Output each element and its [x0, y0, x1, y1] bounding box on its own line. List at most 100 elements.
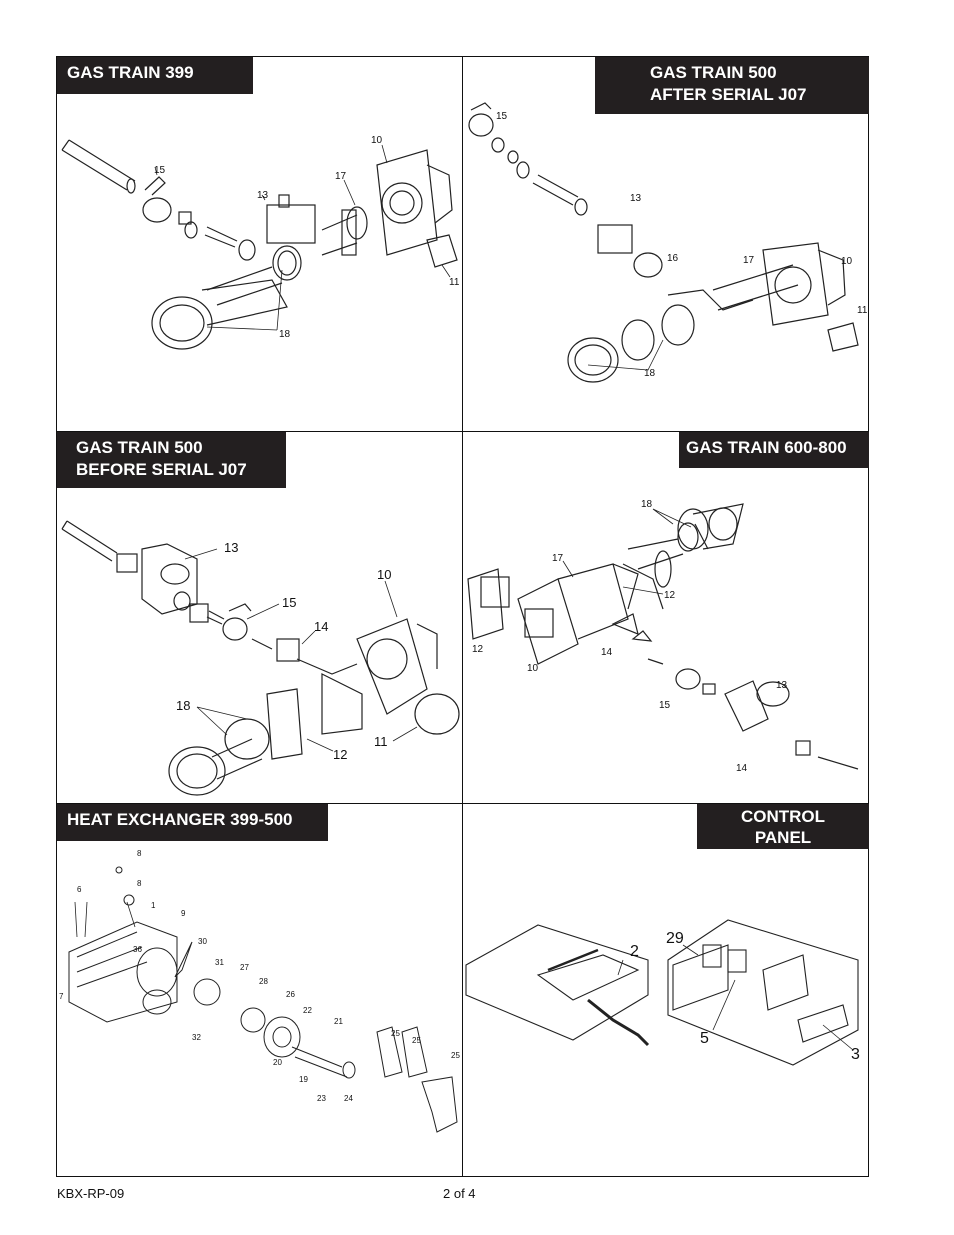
callout-32: 32	[192, 1033, 201, 1042]
panel-title-line2: BEFORE SERIAL J07	[76, 460, 247, 479]
gasket-17	[346, 206, 368, 240]
control-board-2	[465, 924, 649, 1041]
flange-14	[276, 638, 300, 662]
pipe-part	[61, 139, 136, 191]
control-chassis	[667, 919, 859, 1066]
panel-title-gas-train-500-after: GAS TRAIN 500 AFTER SERIAL J07	[595, 57, 869, 114]
callout-5: 5	[700, 1030, 709, 1047]
document-id: KBX-RP-09	[57, 1186, 125, 1201]
callout-6: 6	[77, 885, 82, 894]
relay-29	[702, 944, 722, 968]
callout-2: 2	[630, 943, 639, 960]
gas-valve-13	[266, 204, 316, 244]
valve-15	[222, 617, 248, 641]
callout-29: 29	[666, 930, 684, 947]
panel-title-text: HEAT EXCHANGER 399-500	[67, 810, 293, 829]
heat-exchanger-1	[68, 921, 178, 1023]
callout-24: 24	[344, 1094, 353, 1103]
grid-divider-row1	[56, 431, 869, 432]
control-panel-diagram: 2 29 5 3	[465, 919, 860, 1066]
blower-10	[356, 618, 428, 715]
pipe-end	[126, 178, 136, 194]
callout-19: 19	[299, 1075, 308, 1084]
gas-train-500-after-diagram: 15 13 16 17 10 11 18	[468, 102, 868, 383]
callout-7: 7	[59, 992, 64, 1001]
callout-18: 18	[641, 499, 653, 510]
callout-12: 12	[333, 747, 347, 762]
callout-13: 13	[224, 540, 238, 555]
callout-14: 14	[601, 647, 613, 658]
callout-8: 8	[137, 879, 142, 888]
callout-22: 22	[303, 1006, 312, 1015]
gas-train-399-diagram: 15 13 17 10 11 18	[61, 135, 460, 350]
gasket-11	[414, 693, 460, 735]
callout-17: 17	[552, 553, 564, 564]
filter-18	[151, 296, 213, 350]
gasket-11	[827, 322, 859, 352]
gas-valve-13	[141, 543, 198, 615]
callout-31: 31	[215, 958, 224, 967]
callout-25: 25	[451, 1051, 460, 1060]
panel-title-line1: CONTROL	[740, 807, 826, 826]
callout-21: 21	[334, 1017, 343, 1026]
callout-23: 23	[317, 1094, 326, 1103]
callout-3: 3	[851, 1046, 860, 1063]
blower-10	[517, 578, 579, 665]
callout-26: 26	[286, 990, 295, 999]
panel-title-gas-train-600-800: GAS TRAIN 600-800	[679, 432, 869, 468]
board-3	[797, 1004, 849, 1043]
callout-12: 12	[664, 590, 676, 601]
callout-27: 27	[240, 963, 249, 972]
grid-divider-vertical	[462, 56, 463, 1177]
grid-divider-row2	[56, 803, 869, 804]
callout-1: 1	[151, 901, 156, 910]
panel-title-line1: GAS TRAIN 500	[76, 438, 203, 457]
page-number: 2 of 4	[443, 1186, 476, 1201]
blower-10	[376, 149, 438, 256]
valve-15-body	[142, 197, 172, 223]
callout-15: 15	[282, 595, 296, 610]
coupling-18	[272, 245, 302, 281]
filter-18	[677, 508, 709, 550]
callout-17: 17	[743, 255, 755, 266]
panel-title-line2: AFTER SERIAL J07	[650, 85, 807, 104]
callout-9: 9	[181, 909, 186, 918]
callout-8: 8	[137, 849, 142, 858]
callout-18: 18	[644, 368, 656, 379]
gasket-25b	[401, 1026, 428, 1078]
blower-10	[762, 242, 829, 326]
callout-17: 17	[335, 171, 347, 182]
callout-16: 16	[667, 253, 679, 264]
panel-title-text: GAS TRAIN 399	[67, 63, 194, 82]
gas-valve-13	[724, 680, 769, 732]
heat-exchanger-diagram: 8 8 6 1 9 36 30 31 27 28 7 26 22 21 32 2…	[59, 849, 460, 1133]
callout-12: 12	[472, 644, 484, 655]
callout-10: 10	[527, 663, 539, 674]
panel-title-line2: PANEL	[754, 828, 812, 847]
callout-18: 18	[279, 329, 291, 340]
callout-30: 30	[198, 937, 207, 946]
callout-20: 20	[273, 1058, 282, 1067]
panel-title-gas-train-399: GAS TRAIN 399	[57, 57, 253, 94]
panel-title-text: GAS TRAIN 600-800	[686, 438, 847, 457]
panel-title-line1: GAS TRAIN 500	[650, 63, 777, 82]
callout-14: 14	[314, 619, 328, 634]
gasket-31	[193, 978, 221, 1006]
flange-14	[611, 613, 639, 635]
callout-28: 28	[259, 977, 268, 986]
callout-25: 25	[412, 1036, 421, 1045]
callout-13: 13	[257, 190, 269, 201]
callout-11: 11	[449, 277, 460, 288]
callout-11: 11	[374, 734, 388, 749]
callout-14: 14	[736, 763, 748, 774]
gasket-25a	[376, 1026, 403, 1078]
callout-13: 13	[776, 680, 788, 691]
panel-title-heat-exchanger: HEAT EXCHANGER 399-500	[57, 804, 328, 841]
callout-11: 11	[857, 305, 868, 316]
callout-15: 15	[154, 165, 166, 176]
gasket-12-left	[467, 568, 504, 640]
gas-valve-13	[597, 224, 633, 254]
panel-title-gas-train-500-before: GAS TRAIN 500 BEFORE SERIAL J07	[57, 432, 286, 488]
panel-title-control-panel: CONTROL PANEL	[697, 804, 869, 849]
callout-15: 15	[659, 700, 671, 711]
